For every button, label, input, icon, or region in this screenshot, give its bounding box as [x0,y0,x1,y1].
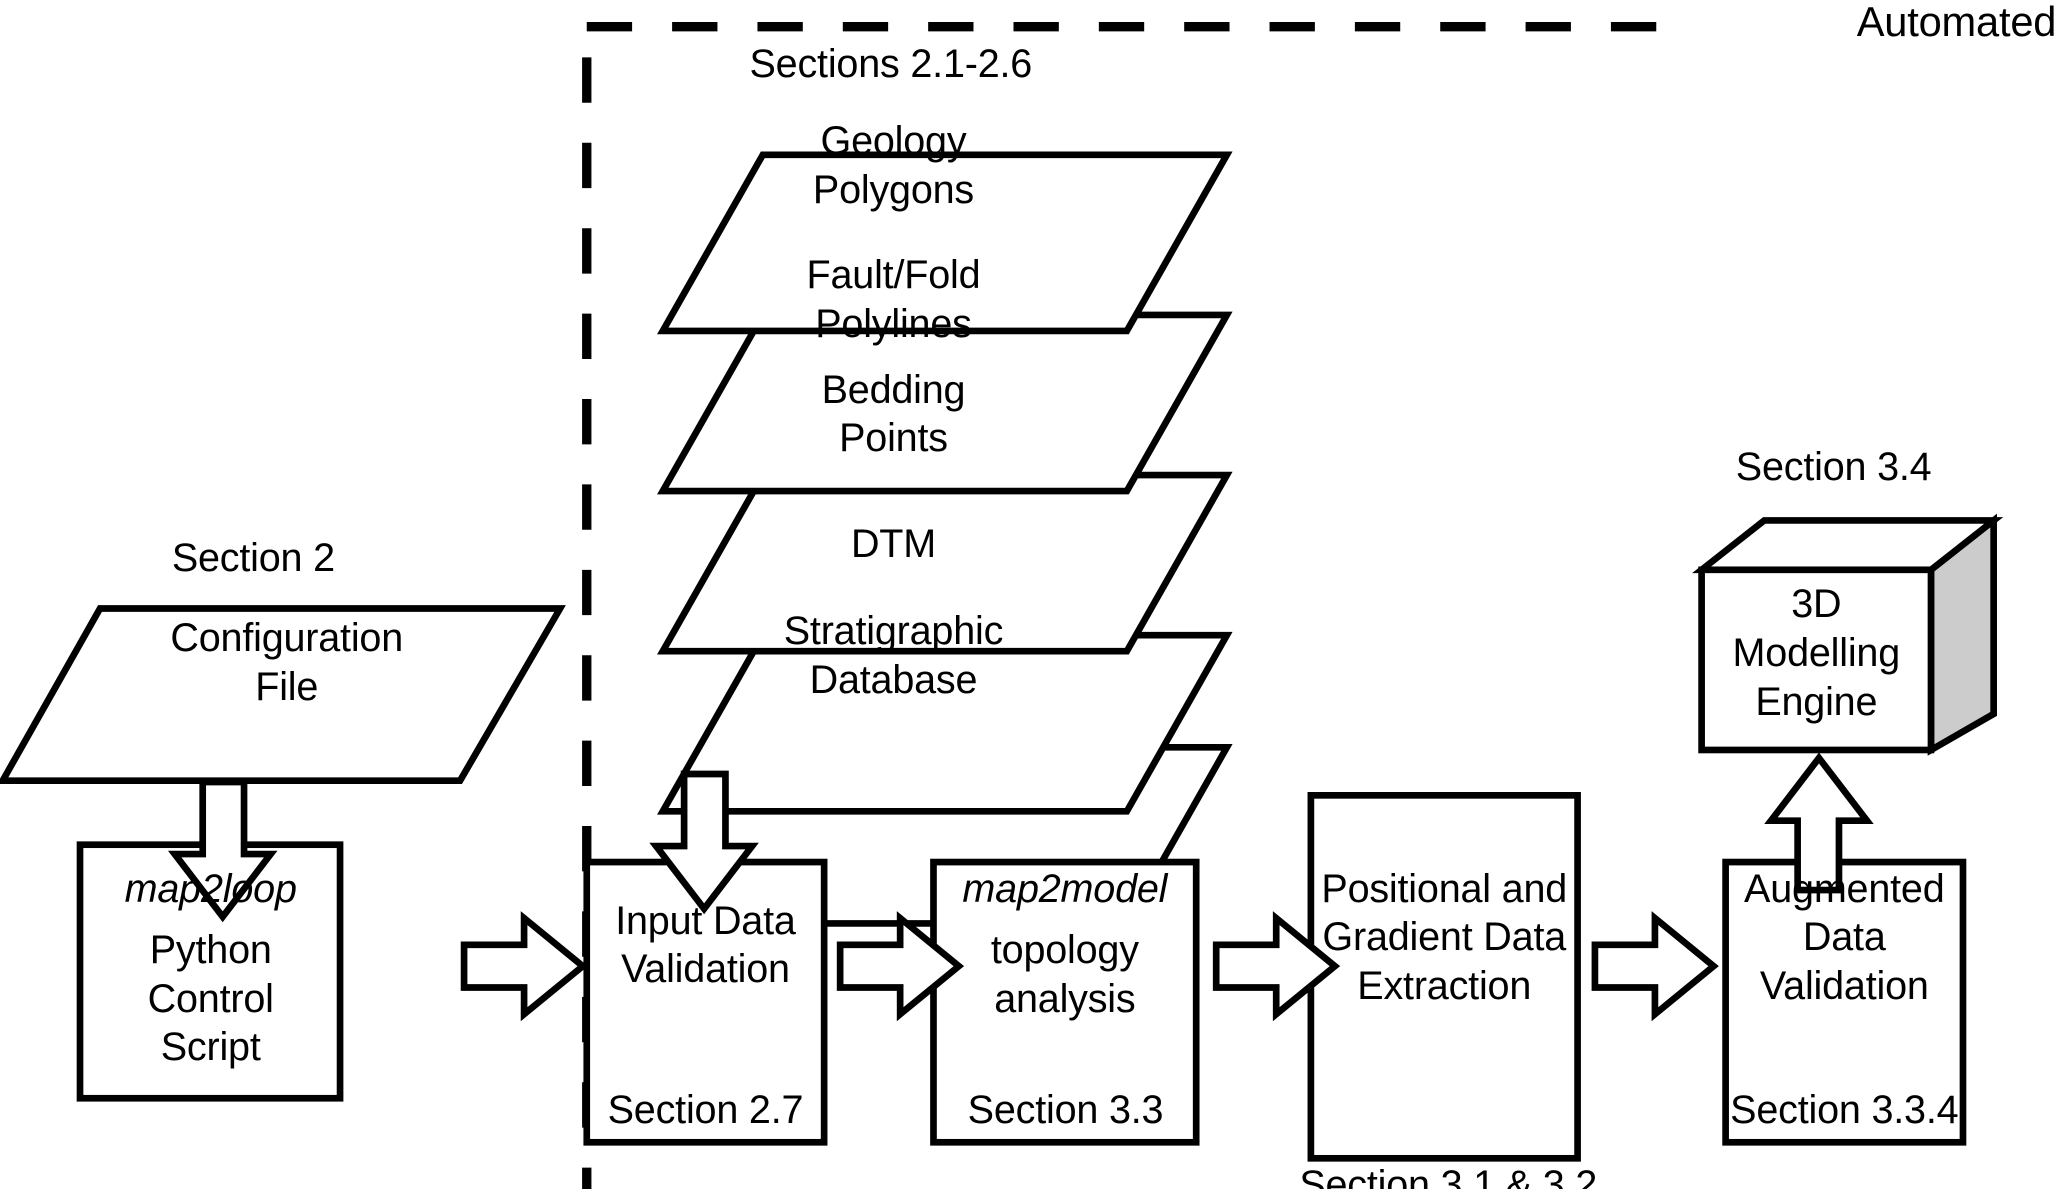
validation-to-map2model-arrow [836,911,965,1022]
step-caption-input-data-validation: Section 2.7 [607,1088,804,1133]
script-to-validation-arrow [460,911,589,1022]
input-layer-label-fault-fold-polylines: Fault/Fold Polylines [806,252,981,346]
modelling-engine-label: 3D Modelling Engine [1732,582,1901,724]
inputs-to-validation-arrow [649,770,759,915]
control-script-label: Python Control Script [147,928,274,1070]
step-caption-augmented-data-validation: Section 3.3.4 [1730,1088,1959,1133]
input-layer-label-dtm: DTM [850,522,936,567]
control-script-emphasis-text: map2loop [124,866,297,911]
input-layer-geology-polygons [657,151,1233,335]
config-to-script-arrow [167,778,278,923]
map2model-emphasis-text: map2model [962,866,1168,911]
input-layer-label-geology-polygons: Geology Polygons [812,119,975,213]
step-emphasis-map2model: map2model [931,865,1199,914]
step-label-map2model-topology-analysis: topology analysis [990,928,1139,1021]
step-label-augmented-data-validation: Augmented Data Validation [1744,866,1945,1009]
control-script-emphasis: map2loop [77,865,344,914]
augmented-to-engine-arrow [1764,752,1874,894]
step-label-input-data-validation: Input Data Validation [615,898,796,992]
map2model-to-extraction-arrow [1212,911,1341,1022]
modelling-engine-caption: Section 3.4 [1735,445,1932,490]
step-box-augmented-data-validation [1722,858,1967,1146]
modelling-engine-cube [1691,513,2004,756]
extraction-to-augmented-arrow [1591,911,1719,1022]
input-layer-label-bedding-points: Bedding Points [821,367,966,461]
step-box-positional-gradient [1307,791,1581,1162]
configuration-file-label: Configuration File [170,615,404,709]
step-box-map2model [930,858,1200,1146]
automated-workflow-title: Automated workflow [1701,0,2067,48]
step-caption-map2model: Section 3.3 [967,1088,1164,1133]
input-layer-label-stratigraphic-database: Stratigraphic Database [783,609,1004,702]
automated-workflow-frame [582,22,1694,1189]
step-label-positional-gradient-data-extraction: Positional and Gradient Data Extraction [1321,866,1568,1009]
input-stack-caption: Sections 2.1-2.6 [749,42,1033,87]
configuration-file-caption: Section 2 [171,535,335,580]
step-caption-positional-gradient: Section 3.1 & 3.2 [1299,1162,1598,1189]
configuration-file-shape [0,605,566,784]
